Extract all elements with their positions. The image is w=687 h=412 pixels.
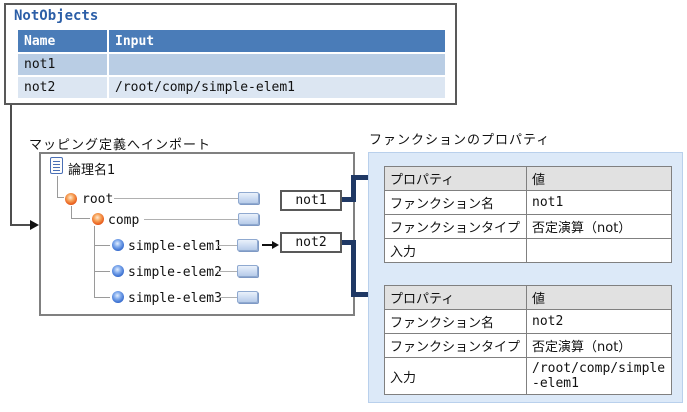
properties-section-label: ファンクションのプロパティ: [369, 133, 551, 148]
properties-table-not2: プロパティ 値 ファンクション名 not2 ファンクションタイプ 否定演算（no…: [384, 285, 672, 395]
tree-item-logical-name[interactable]: 論理名1: [68, 163, 116, 178]
column-header-input: Input: [108, 30, 445, 54]
property-value: not1: [526, 190, 672, 215]
cell-name: not1: [18, 53, 109, 77]
tree-branch-stub: [94, 271, 110, 272]
tree-branch-stub: [94, 245, 110, 246]
property-name: ファンクションタイプ: [384, 333, 527, 358]
tree-item-root[interactable]: root: [82, 192, 114, 207]
connector-not1-segment: [351, 175, 356, 202]
column-header-value: 値: [526, 166, 672, 191]
tree-branch-stub: [94, 297, 110, 298]
property-name: 入力: [384, 357, 527, 395]
properties-table-not1: プロパティ 値 ファンクション名 not1 ファンクションタイプ 否定演算（no…: [384, 166, 672, 263]
node-wire: [217, 271, 237, 272]
property-row: ファンクション名 not2: [384, 309, 672, 334]
mapping-handle-icon[interactable]: [237, 265, 258, 277]
properties-header-row: プロパティ 値: [384, 166, 672, 191]
column-header-name: Name: [18, 30, 109, 54]
tree-branch-line: [71, 206, 90, 219]
table-row: not1: [18, 53, 445, 77]
property-value: not2: [526, 309, 672, 334]
column-header-property: プロパティ: [384, 166, 527, 191]
function-box-not2[interactable]: not2: [280, 232, 342, 253]
simple-element-icon: [112, 239, 124, 251]
node-wire: [217, 245, 237, 246]
properties-header-row: プロパティ 値: [384, 285, 672, 310]
mapping-link-arrowhead-icon: [272, 241, 279, 249]
tree-branch-line: [57, 176, 64, 198]
notobjects-table: Name Input not1 not2 /root/comp/simple-e…: [18, 30, 445, 100]
property-value: 否定演算（not）: [526, 333, 672, 358]
mapping-handle-icon[interactable]: [238, 192, 259, 204]
simple-element-icon: [112, 291, 124, 303]
cell-input: /root/comp/simple-elem1: [108, 76, 445, 100]
connector-not1-segment: [351, 175, 371, 180]
cell-input: [108, 53, 445, 77]
column-header-property: プロパティ: [384, 285, 527, 310]
property-value: 否定演算（not）: [526, 214, 672, 239]
element-node-icon: [92, 213, 104, 225]
notobjects-title: NotObjects: [14, 8, 99, 24]
tree-item-simple-elem2[interactable]: simple-elem2: [128, 265, 222, 280]
node-wire: [144, 219, 238, 220]
cell-name: not2: [18, 76, 109, 100]
property-row: ファンクションタイプ 否定演算（not）: [384, 333, 672, 358]
node-wire: [114, 198, 238, 199]
property-value: /root/comp/simple-elem1: [526, 357, 672, 395]
mapping-handle-icon[interactable]: [238, 213, 259, 225]
connector-not2-segment: [351, 292, 371, 297]
notobjects-header-row: Name Input: [18, 30, 445, 54]
connector-not2-segment: [351, 240, 356, 297]
property-value: [526, 238, 672, 263]
element-node-icon: [65, 193, 77, 205]
connector-not1-segment: [342, 197, 356, 202]
flow-arrowhead-icon: [30, 220, 39, 230]
simple-element-icon: [112, 265, 124, 277]
connector-not2-segment: [342, 240, 356, 245]
tree-item-simple-elem1[interactable]: simple-elem1: [128, 239, 222, 254]
function-box-label: not1: [295, 193, 327, 208]
property-name: 入力: [384, 238, 527, 263]
property-name: ファンクションタイプ: [384, 214, 527, 239]
mapping-link-line: [262, 244, 273, 246]
mapping-handle-icon[interactable]: [237, 291, 258, 303]
function-box-label: not2: [295, 235, 327, 250]
tree-item-simple-elem3[interactable]: simple-elem3: [128, 291, 222, 306]
property-row: ファンクションタイプ 否定演算（not）: [384, 214, 672, 239]
tree-item-comp[interactable]: comp: [108, 213, 140, 228]
node-wire: [217, 297, 237, 298]
property-row: ファンクション名 not1: [384, 190, 672, 215]
mapping-handle-icon[interactable]: [237, 239, 258, 251]
table-row: not2 /root/comp/simple-elem1: [18, 76, 445, 100]
document-icon: [50, 157, 63, 174]
property-row: 入力 /root/comp/simple-elem1: [384, 357, 672, 395]
notobjects-box: NotObjects Name Input not1 not2 /root/co…: [4, 3, 457, 105]
tree-branch-line: [94, 226, 95, 298]
property-name: ファンクション名: [384, 190, 527, 215]
column-header-value: 値: [526, 285, 672, 310]
property-name: ファンクション名: [384, 309, 527, 334]
function-box-not1[interactable]: not1: [280, 190, 342, 211]
mapping-section-label: マッピング定義へインポート: [29, 138, 212, 153]
property-row: 入力: [384, 238, 672, 263]
flow-line-horizontal: [10, 224, 31, 226]
flow-line-vertical: [10, 105, 12, 226]
